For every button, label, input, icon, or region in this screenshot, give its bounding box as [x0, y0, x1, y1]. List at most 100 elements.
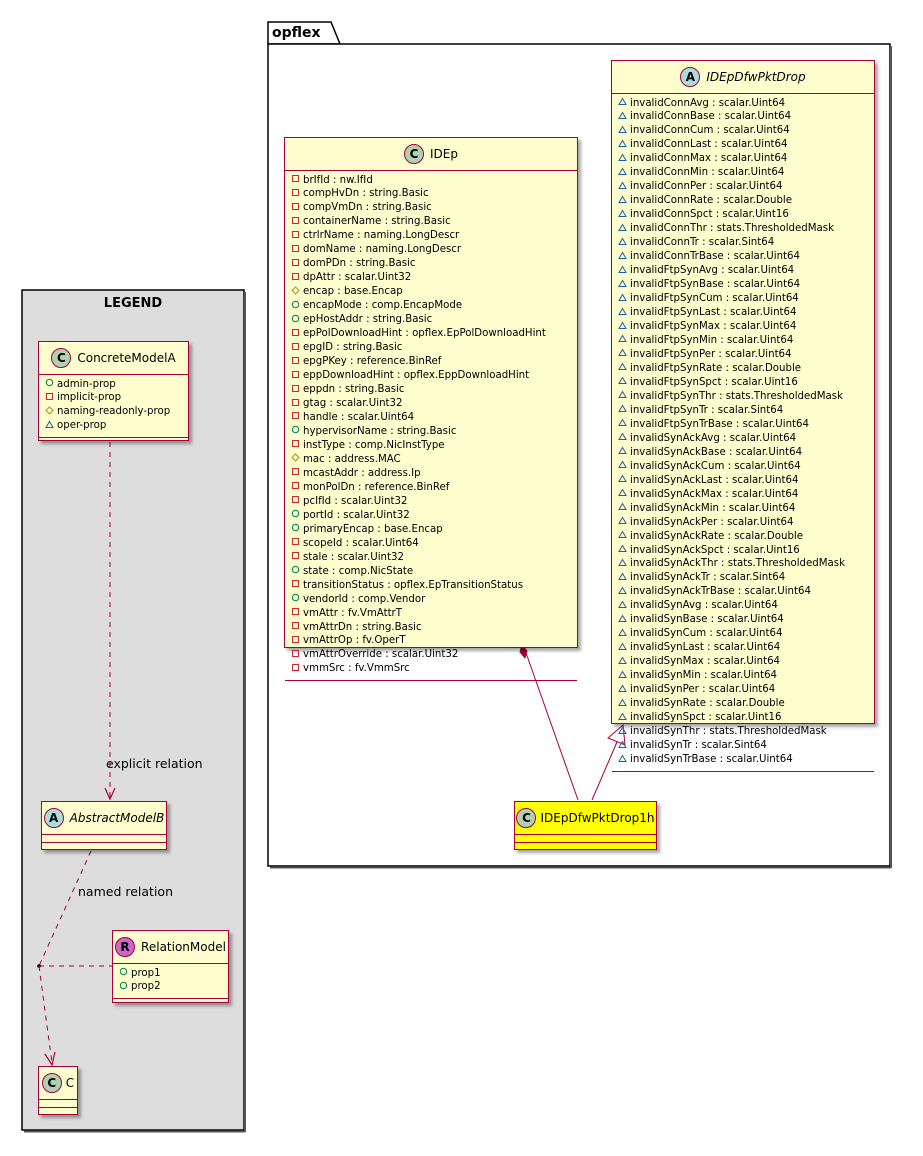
- attribute-row: invalidSynAckTr : scalar.Sint64: [618, 572, 874, 586]
- package-icon: [618, 321, 630, 335]
- attribute-row: handle : scalar.Uint64: [291, 411, 577, 425]
- private-icon: [291, 411, 303, 425]
- attribute-text: handle : scalar.Uint64: [303, 411, 415, 423]
- package-icon: [618, 474, 630, 488]
- attribute-row: invalidSynCum : scalar.Uint64: [618, 628, 874, 642]
- attribute-text: domName : naming.LongDescr: [303, 244, 462, 256]
- private-icon: [291, 356, 303, 370]
- attribute-text: oper-prop: [57, 420, 107, 432]
- private-icon: [291, 551, 303, 565]
- attribute-row: invalidFtpSynTr : scalar.Sint64: [618, 404, 874, 418]
- private-icon: [291, 174, 303, 188]
- attribute-row: vmAttrOverride : scalar.Uint32: [291, 649, 577, 663]
- attribute-text: vmmSrc : fv.VmmSrc: [303, 663, 410, 675]
- attribute-row: epgID : string.Basic: [291, 342, 577, 356]
- attribute-row: implicit-prop: [45, 392, 188, 406]
- private-icon: [291, 635, 303, 649]
- package-icon: [618, 502, 630, 516]
- attribute-text: invalidSynTr : scalar.Sint64: [630, 740, 767, 752]
- attribute-text: implicit-prop: [57, 392, 122, 404]
- class-name: IDEp: [430, 147, 458, 161]
- attribute-text: domPDn : string.Basic: [303, 258, 416, 270]
- attribute-row: invalidSynAckCum : scalar.Uint64: [618, 460, 874, 474]
- attribute-text: invalidFtpSynCum : scalar.Uint64: [630, 293, 799, 305]
- class-idepdfwpktdrop1h[interactable]: C IDEpDfwPktDrop1h: [514, 801, 657, 850]
- class-idepdfwpktdrop[interactable]: A IDEpDfwPktDrop invalidConnAvg : scalar…: [611, 60, 875, 772]
- package-icon: [618, 628, 630, 642]
- attribute-text: invalidFtpSynSpct : scalar.Uint16: [630, 376, 798, 388]
- attribute-row: invalidSynAckPer : scalar.Uint64: [618, 516, 874, 530]
- attribute-row: invalidSynAckAvg : scalar.Uint64: [618, 432, 874, 446]
- package-icon: [618, 265, 630, 279]
- attribute-row: invalidConnThr : stats.ThresholdedMask: [618, 223, 874, 237]
- attribute-row: oper-prop: [45, 420, 188, 434]
- attribute-row: invalidSynAckBase : scalar.Uint64: [618, 446, 874, 460]
- class-stereotype-c-icon: C: [516, 808, 537, 828]
- private-icon: [291, 258, 303, 272]
- class-c[interactable]: C C: [38, 1066, 78, 1115]
- attribute-text: prop2: [131, 981, 161, 993]
- package-icon: [618, 348, 630, 362]
- attribute-row: hypervisorName : string.Basic: [291, 425, 577, 439]
- attribute-row: containerName : string.Basic: [291, 216, 577, 230]
- package-icon: [618, 516, 630, 530]
- attribute-row: invalidFtpSynThr : stats.ThresholdedMask: [618, 390, 874, 404]
- attribute-text: invalidSynAckTr : scalar.Sint64: [630, 572, 786, 584]
- named-relation-label: named relation: [78, 884, 173, 899]
- class-name: ConcreteModelA: [77, 351, 176, 365]
- attribute-row: invalidConnCum : scalar.Uint64: [618, 125, 874, 139]
- attribute-text: instType : comp.NicInstType: [303, 439, 445, 451]
- package-icon: [618, 530, 630, 544]
- attribute-text: encapMode : comp.EncapMode: [303, 300, 463, 312]
- class-stereotype-a-icon: A: [680, 67, 701, 87]
- attribute-row: invalidSynLast : scalar.Uint64: [618, 642, 874, 656]
- package-icon: [618, 614, 630, 628]
- class-stereotype-c-icon: C: [51, 348, 72, 368]
- package-icon: [618, 600, 630, 614]
- class-name: AbstractModelB: [69, 811, 165, 825]
- attribute-row: mac : address.MAC: [291, 453, 577, 467]
- attribute-text: invalidSynAckTrBase : scalar.Uint64: [630, 586, 811, 598]
- class-abstract-model-b[interactable]: A AbstractModelB: [41, 801, 167, 850]
- protected-icon: [291, 453, 303, 467]
- attribute-row: scopeId : scalar.Uint64: [291, 537, 577, 551]
- attribute-text: invalidConnPer : scalar.Uint64: [630, 181, 783, 193]
- attribute-text: vendorId : comp.Vendor: [303, 593, 426, 605]
- attribute-row: vmAttrOp : fv.OperT: [291, 635, 577, 649]
- class-name: RelationModel: [141, 940, 226, 954]
- package-icon: [618, 97, 630, 111]
- attribute-text: invalidSynAckSpct : scalar.Uint16: [630, 544, 800, 556]
- public-icon: [291, 314, 303, 328]
- package-icon: [618, 740, 630, 754]
- attribute-text: invalidSynAvg : scalar.Uint64: [630, 600, 778, 612]
- private-icon: [291, 272, 303, 286]
- package-icon: [618, 153, 630, 167]
- class-stereotype-r-icon: R: [115, 937, 136, 957]
- attribute-row: invalidSynMax : scalar.Uint64: [618, 656, 874, 670]
- attribute-row: invalidConnRate : scalar.Double: [618, 195, 874, 209]
- attribute-text: monPolDn : reference.BinRef: [303, 481, 450, 493]
- package-icon: [618, 223, 630, 237]
- attribute-row: invalidSynThr : stats.ThresholdedMask: [618, 726, 874, 740]
- package-icon: [618, 307, 630, 321]
- package-icon: [618, 684, 630, 698]
- attribute-row: invalidFtpSynSpct : scalar.Uint16: [618, 376, 874, 390]
- attribute-text: invalidFtpSynRate : scalar.Double: [630, 362, 802, 374]
- attribute-row: invalidConnSpct : scalar.Uint16: [618, 209, 874, 223]
- class-name: IDEpDfwPktDrop1h: [540, 811, 655, 825]
- private-icon: [291, 370, 303, 384]
- attribute-text: invalidSynAckRate : scalar.Double: [630, 530, 804, 542]
- attribute-text: invalidSynThr : stats.ThresholdedMask: [630, 726, 827, 738]
- attribute-text: invalidSynAckMin : scalar.Uint64: [630, 502, 796, 514]
- attribute-row: invalidSynAckSpct : scalar.Uint16: [618, 544, 874, 558]
- attribute-row: vmAttr : fv.VmAttrT: [291, 607, 577, 621]
- attribute-text: invalidSynAckCum : scalar.Uint64: [630, 460, 801, 472]
- attribute-row: invalidFtpSynAvg : scalar.Uint64: [618, 265, 874, 279]
- composition-edge: [519, 643, 579, 801]
- package-icon: [618, 642, 630, 656]
- protected-icon: [291, 286, 303, 300]
